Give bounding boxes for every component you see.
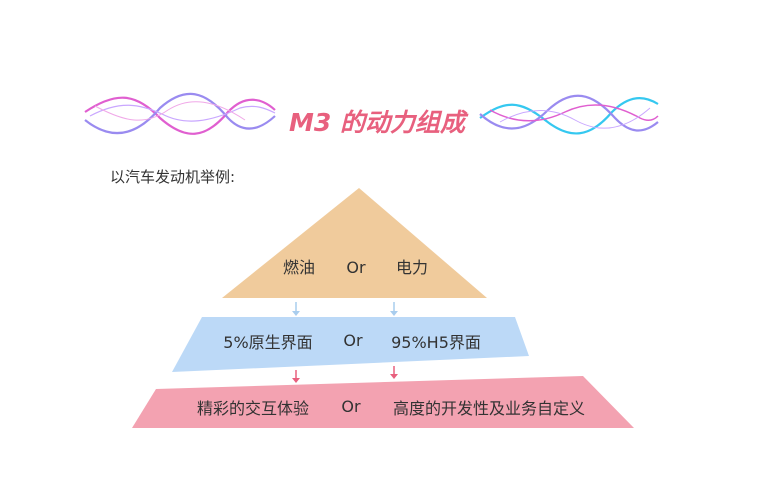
pyramid-level-top — [222, 188, 487, 298]
intro-text: 以汽车发动机举例: — [110, 168, 235, 186]
level-middle-separator: Or — [343, 331, 363, 350]
level-top-right: 电力 — [396, 258, 428, 277]
right-wave-decoration — [479, 94, 659, 135]
left-wave-decoration — [84, 92, 276, 135]
diagram-title: M3 的动力组成 — [289, 108, 469, 137]
level-top-left: 燃油 — [283, 258, 315, 277]
pyramid-level-middle — [172, 317, 529, 372]
arrows-bottom — [292, 366, 398, 383]
level-bottom-separator: Or — [341, 397, 361, 416]
pyramid-level-bottom — [132, 376, 634, 428]
level-top-separator: Or — [346, 258, 366, 277]
arrows-top — [292, 302, 398, 316]
level-bottom-right: 高度的开发性及业务自定义 — [393, 399, 585, 418]
level-middle-right: 95%H5界面 — [391, 333, 481, 352]
level-bottom-left: 精彩的交互体验 — [197, 399, 309, 418]
level-middle-left: 5%原生界面 — [223, 333, 312, 352]
